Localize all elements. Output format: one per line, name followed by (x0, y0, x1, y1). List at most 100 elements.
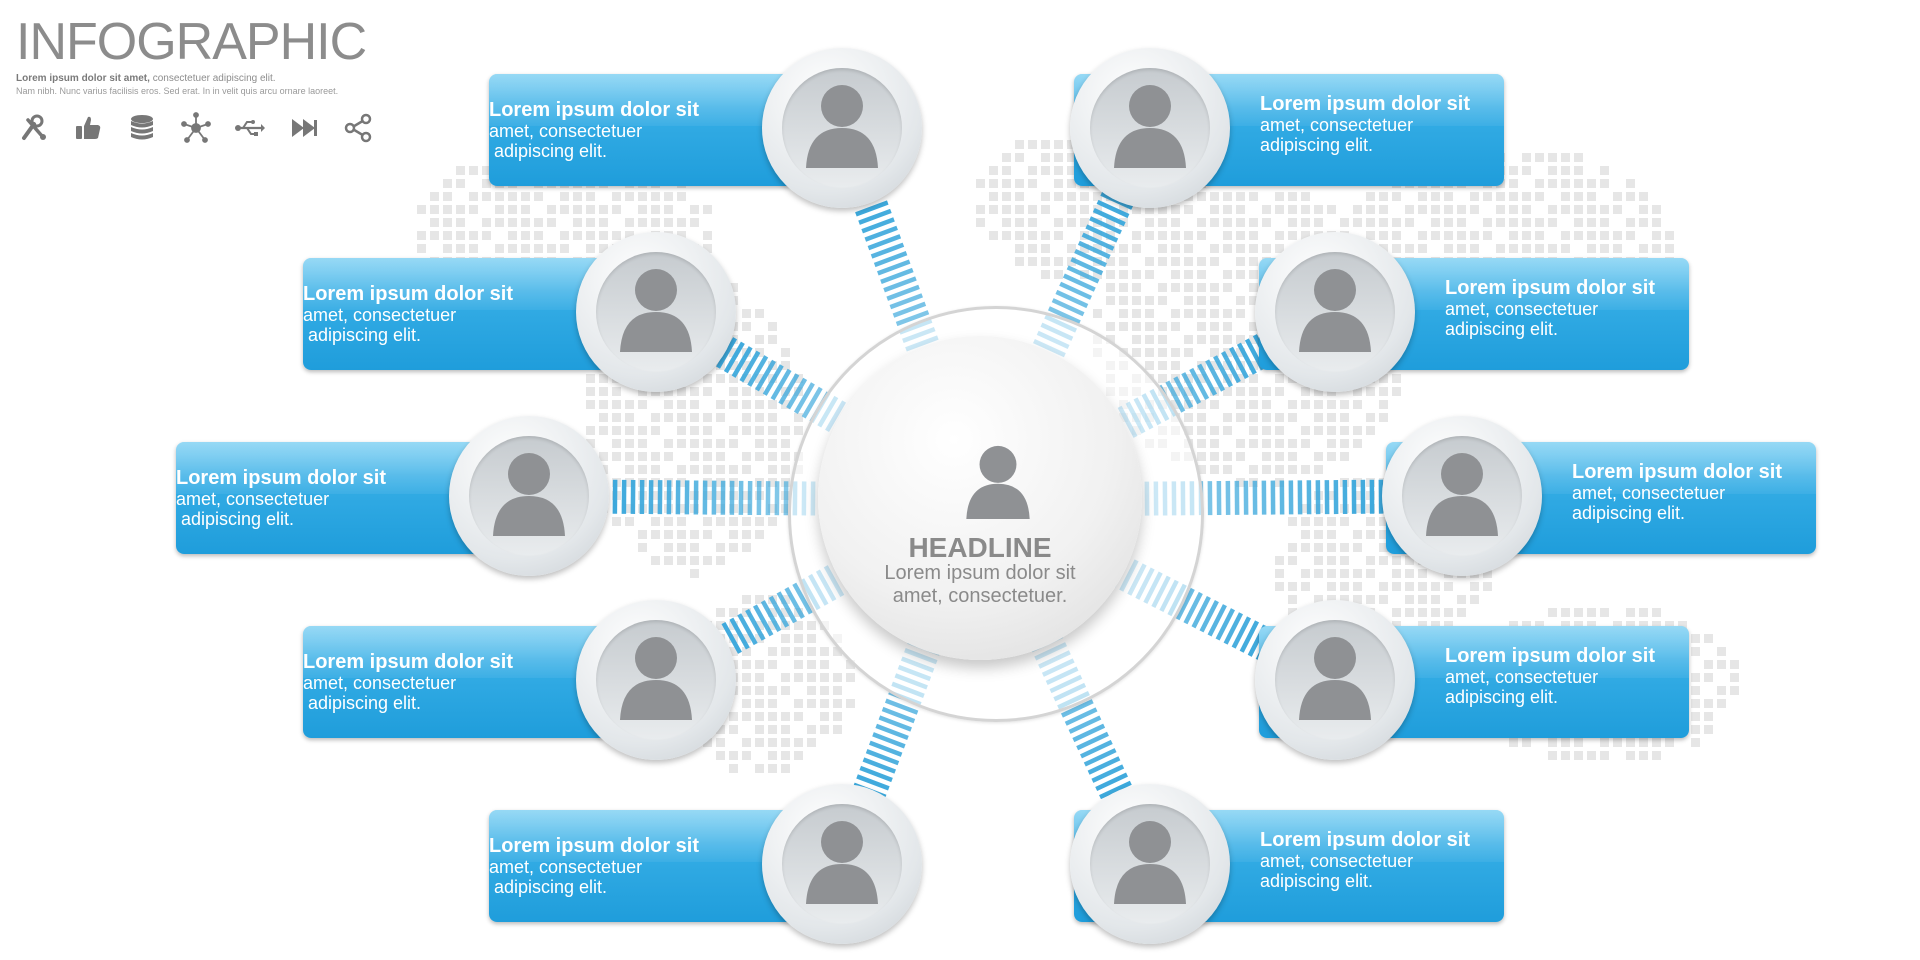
person-icon (1299, 637, 1371, 720)
map-dot (534, 192, 543, 201)
map-dot (1418, 621, 1427, 630)
node-card-left-1: Lorem ipsum dolor sit amet, consectetuer… (489, 74, 793, 186)
map-dot (1730, 686, 1739, 695)
map-dot (1379, 517, 1388, 526)
avatar-left-1 (762, 48, 922, 208)
map-dot (599, 452, 608, 461)
map-dot (768, 725, 777, 734)
map-dot (768, 439, 777, 448)
map-dot (1223, 387, 1232, 396)
map-dot (768, 738, 777, 747)
map-dot (560, 192, 569, 201)
map-dot (1548, 205, 1557, 214)
map-dot (1509, 738, 1518, 747)
map-dot (1106, 283, 1115, 292)
person-icon (1299, 269, 1371, 352)
map-dot (1613, 205, 1622, 214)
map-dot (768, 660, 777, 669)
map-dot (1574, 751, 1583, 760)
map-dot (547, 205, 556, 214)
map-dot (612, 439, 621, 448)
map-dot (846, 673, 855, 682)
map-dot (521, 192, 530, 201)
map-dot (729, 374, 738, 383)
map-dot (1340, 569, 1349, 578)
map-dot (430, 218, 439, 227)
map-dot (1626, 751, 1635, 760)
hub-text-line: Lorem ipsum dolor sit (884, 562, 1076, 584)
map-dot (1210, 192, 1219, 201)
map-dot (638, 205, 647, 214)
map-dot (846, 660, 855, 669)
map-dot (1379, 192, 1388, 201)
map-dot (1522, 205, 1531, 214)
map-dot (755, 387, 764, 396)
map-dot (612, 426, 621, 435)
map-dot (1223, 231, 1232, 240)
map-dot (1652, 751, 1661, 760)
avatar-left-2 (576, 232, 736, 392)
map-dot (651, 413, 660, 422)
map-dot (1691, 647, 1700, 656)
map-dot (1509, 205, 1518, 214)
map-dot (1327, 413, 1336, 422)
map-dot (1236, 478, 1245, 487)
map-dot (1197, 439, 1206, 448)
map-dot (443, 192, 452, 201)
infographic-description: Nam nibh. Nunc varius facilisis eros. Se… (16, 86, 339, 96)
map-dot (1132, 322, 1141, 331)
map-dot (677, 530, 686, 539)
map-dot (1028, 231, 1037, 240)
map-dot (1171, 205, 1180, 214)
map-dot (1704, 673, 1713, 682)
map-dot (651, 205, 660, 214)
map-dot (742, 491, 751, 500)
map-dot (1301, 517, 1310, 526)
map-dot (1652, 218, 1661, 227)
map-dot (703, 478, 712, 487)
map-dot (976, 205, 985, 214)
map-dot (1327, 569, 1336, 578)
map-dot (1145, 296, 1154, 305)
map-dot (651, 478, 660, 487)
map-dot (1431, 218, 1440, 227)
map-dot (599, 218, 608, 227)
map-dot (755, 712, 764, 721)
map-dot (1340, 556, 1349, 565)
map-dot (1522, 218, 1531, 227)
map-dot (716, 751, 725, 760)
map-dot (1418, 205, 1427, 214)
map-dot (1236, 400, 1245, 409)
map-dot (599, 205, 608, 214)
map-dot (1041, 192, 1050, 201)
map-dot (1457, 595, 1466, 604)
map-dot (742, 413, 751, 422)
node-text: amet, consectetuer (1260, 851, 1414, 871)
map-dot (1366, 517, 1375, 526)
share-icon (342, 112, 374, 144)
map-dot (781, 452, 790, 461)
map-dot (1587, 244, 1596, 253)
map-dot (1392, 569, 1401, 578)
map-dot (1249, 270, 1258, 279)
map-dot (794, 738, 803, 747)
map-dot (1418, 608, 1427, 617)
map-dot (1340, 452, 1349, 461)
map-dot (1522, 738, 1531, 747)
map-dot (1431, 582, 1440, 591)
map-dot (742, 530, 751, 539)
map-dot (1353, 504, 1362, 513)
map-dot (729, 361, 738, 370)
map-dot (495, 205, 504, 214)
map-dot (1600, 608, 1609, 617)
map-dot (1730, 660, 1739, 669)
map-dot (1236, 205, 1245, 214)
map-dot (664, 205, 673, 214)
map-dot (1275, 413, 1284, 422)
map-dot (1691, 634, 1700, 643)
map-dot (1054, 140, 1063, 149)
map-dot (1470, 595, 1479, 604)
map-dot (1379, 595, 1388, 604)
map-dot (1067, 153, 1076, 162)
map-dot (625, 192, 634, 201)
